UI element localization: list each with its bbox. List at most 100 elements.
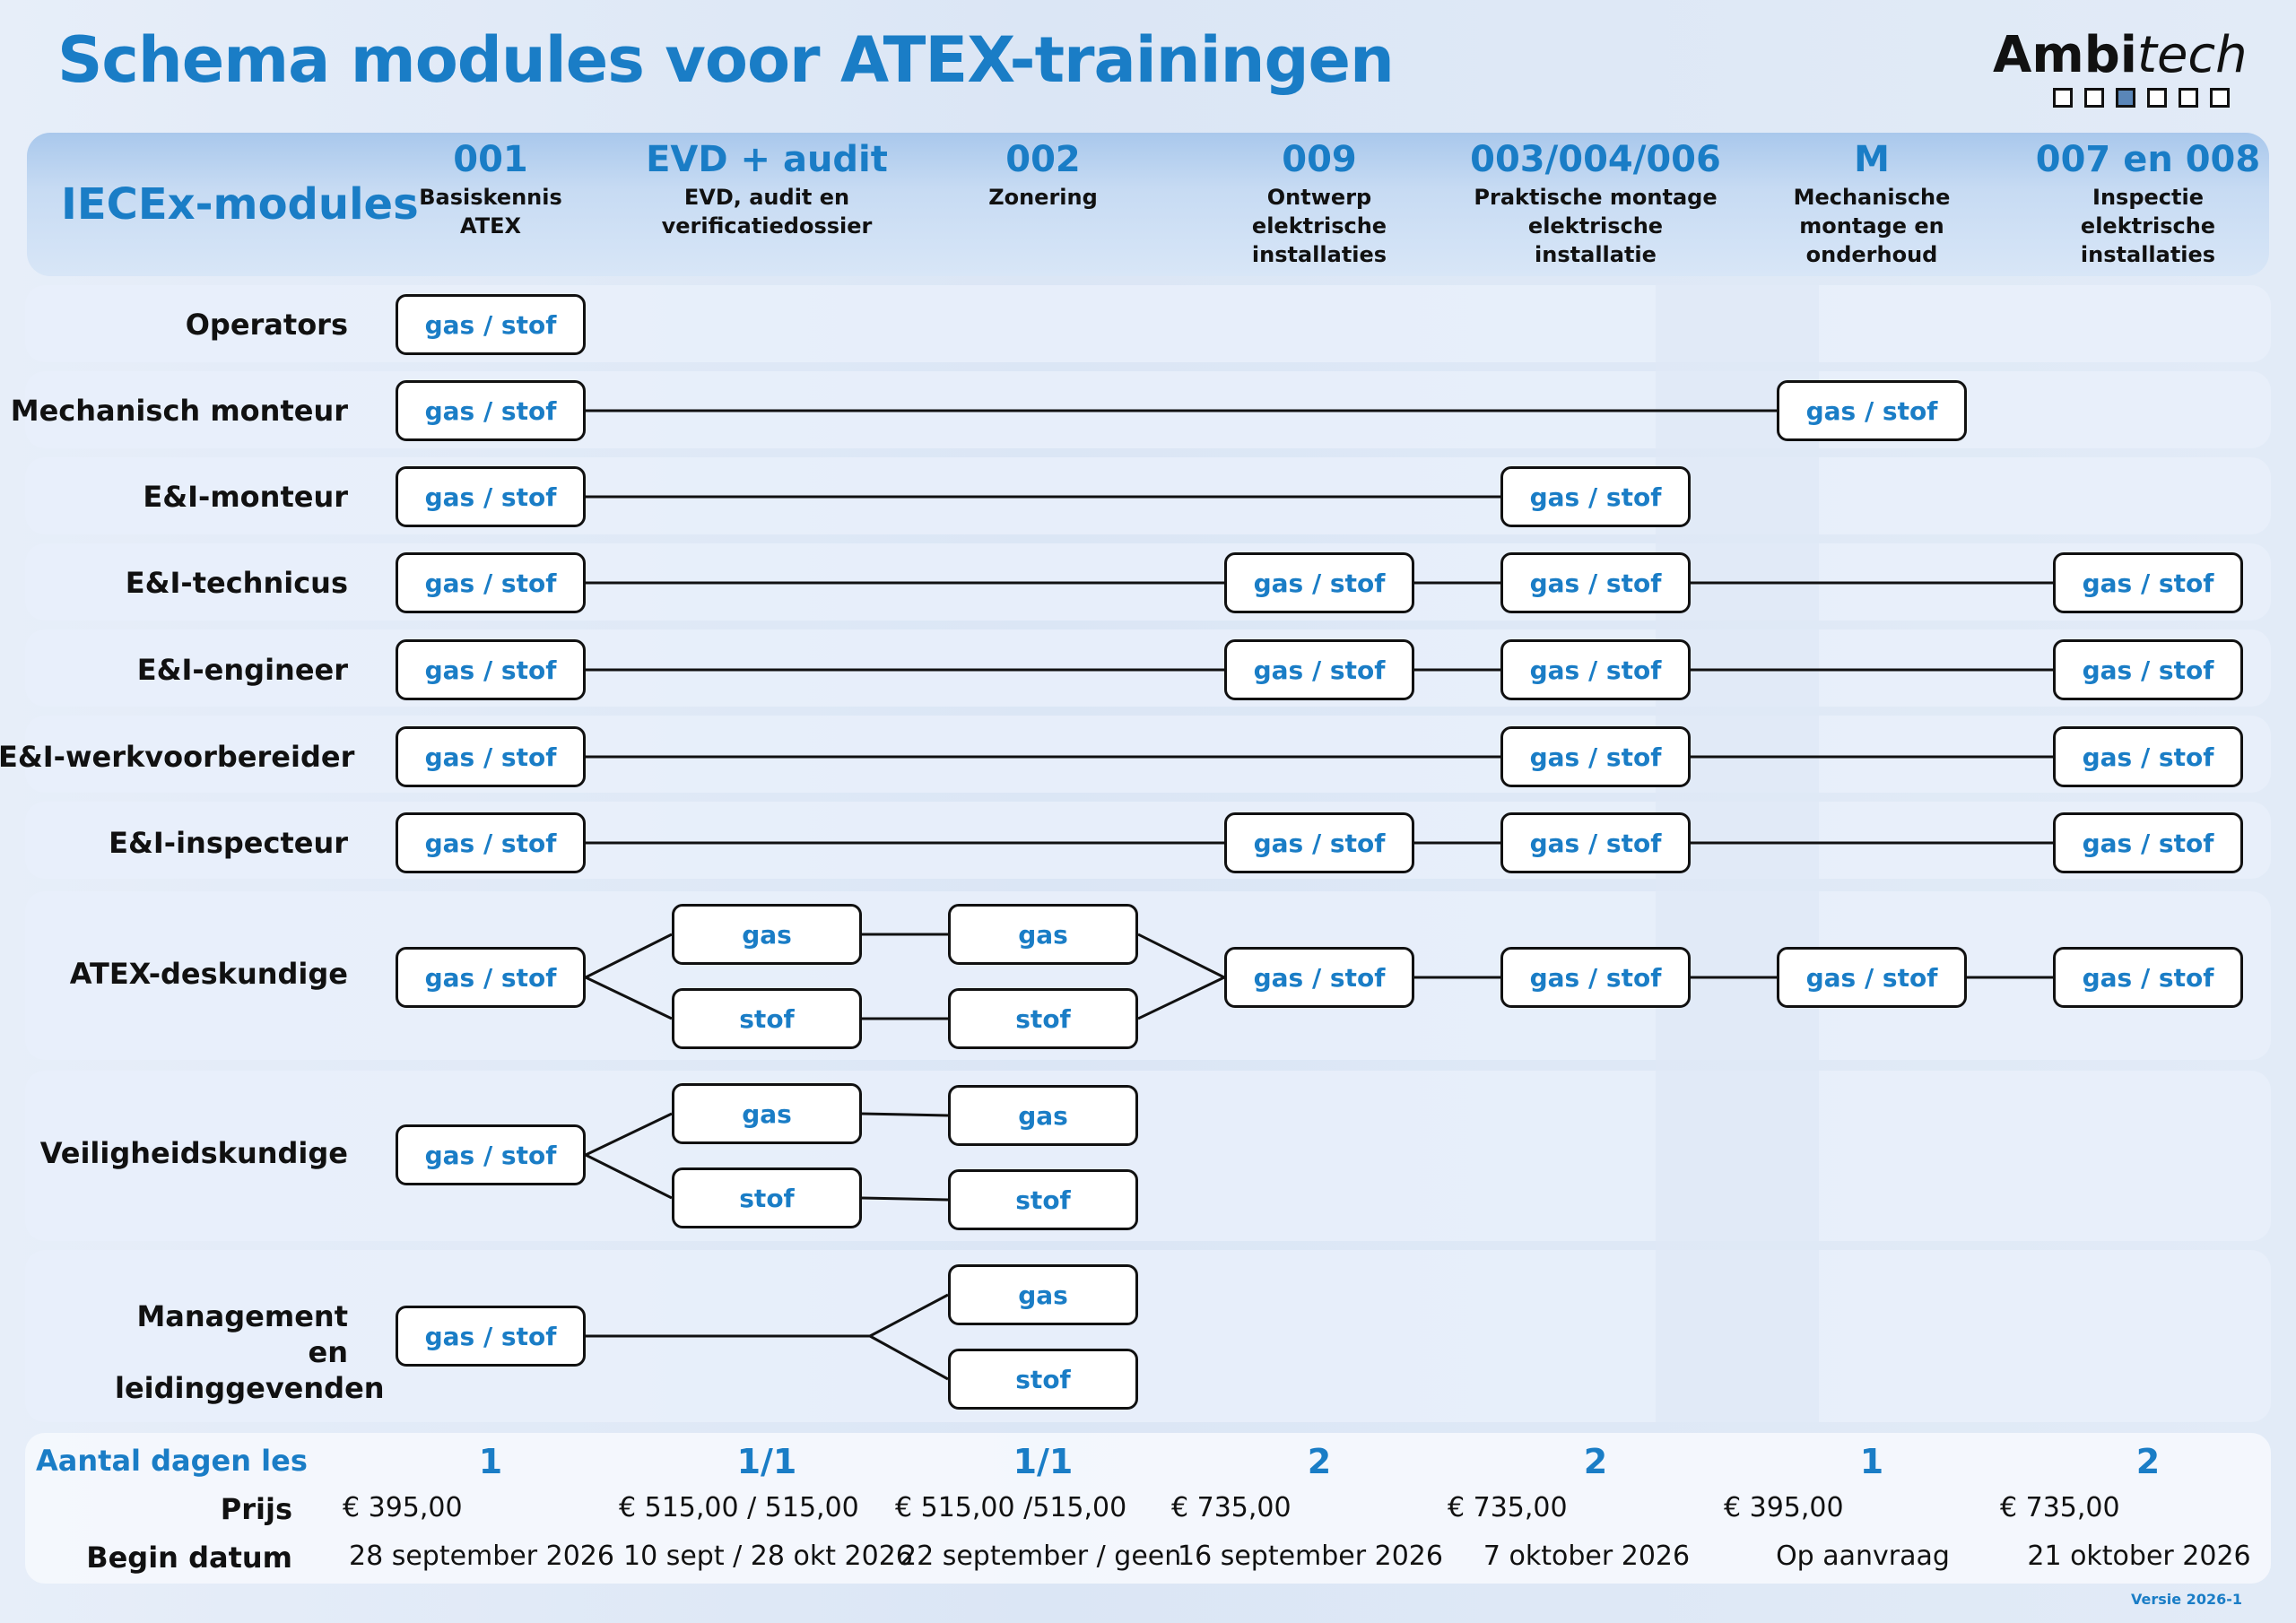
module-node: gas / stof — [1224, 552, 1414, 613]
module-node: gas / stof — [396, 1124, 586, 1185]
days-value: 1 — [478, 1442, 503, 1481]
logo-word-regular: Ambi — [1993, 26, 2137, 84]
module-code: 001 — [453, 139, 528, 180]
role-label: Veiligheidskundige — [39, 1136, 348, 1170]
module-node: gas / stof — [396, 639, 586, 700]
start-date-value: 22 september / geen — [900, 1541, 1182, 1572]
module-node: gas / stof — [396, 812, 586, 873]
module-node: stof — [672, 988, 862, 1049]
start-date-value: 28 september 2026 — [348, 1541, 614, 1572]
connector-line — [869, 1293, 949, 1338]
price-value: € 515,00 / 515,00 — [619, 1492, 859, 1523]
connector-line — [1137, 976, 1225, 1020]
start-date-value: 16 september 2026 — [1177, 1541, 1443, 1572]
days-label: Aantal dagen les — [36, 1444, 308, 1478]
role-label: E&I-monteur — [143, 480, 348, 514]
connector-line — [861, 1196, 949, 1202]
logo-box-0 — [2053, 88, 2073, 108]
logo-boxes — [2053, 88, 2230, 108]
module-description: Praktische montage elektrische installat… — [1474, 185, 1718, 267]
module-node: gas / stof — [2053, 552, 2243, 613]
module-description: Inspectie elektrische installaties — [2080, 185, 2216, 267]
logo-box-1 — [2084, 88, 2104, 108]
module-node: gas / stof — [2053, 812, 2243, 873]
module-node: gas / stof — [396, 726, 586, 787]
role-label: E&I-technicus — [125, 566, 348, 600]
module-code: 009 — [1282, 139, 1357, 180]
module-code: EVD + audit — [646, 139, 888, 180]
module-description: Ontwerp elektrische installaties — [1251, 185, 1387, 267]
module-node: gas — [948, 1264, 1138, 1325]
module-node: gas / stof — [1500, 639, 1691, 700]
module-node: gas / stof — [396, 294, 586, 355]
module-description: EVD, audit en verificatiedossier — [661, 185, 873, 239]
connector-line — [585, 1153, 673, 1200]
version-label: Versie 2026-1 — [2131, 1591, 2242, 1608]
start-date-value: 10 sept / 28 okt 2026 — [623, 1541, 913, 1572]
role-label: Management en leidinggevenden — [115, 1299, 385, 1405]
price-value: € 735,00 — [1171, 1492, 1292, 1523]
connector-line — [869, 1334, 949, 1381]
module-node: gas — [948, 904, 1138, 965]
price-value: € 395,00 — [343, 1492, 463, 1523]
connector-line — [861, 1112, 949, 1117]
start-date-value: Op aanvraag — [1776, 1541, 1950, 1572]
logo-box-2 — [2116, 88, 2135, 108]
role-label: E&I-inspecteur — [109, 826, 348, 860]
module-code: M — [1854, 139, 1890, 180]
module-code: 002 — [1005, 139, 1081, 180]
logo-word-italic: tech — [2136, 26, 2248, 84]
module-description: Basiskennis ATEX — [419, 185, 562, 239]
days-value: 1/1 — [736, 1442, 797, 1481]
module-node: gas / stof — [2053, 639, 2243, 700]
price-value: € 515,00 /515,00 — [895, 1492, 1127, 1523]
module-description: Mechanische montage en onderhoud — [1793, 185, 1951, 267]
logo-wordmark: Ambitech — [1993, 26, 2248, 84]
module-node: gas / stof — [1224, 812, 1414, 873]
module-code: 007 en 008 — [2035, 139, 2261, 180]
ambitech-logo: Ambitech — [1993, 26, 2248, 117]
logo-box-3 — [2147, 88, 2167, 108]
module-node: gas / stof — [1500, 726, 1691, 787]
module-node: gas / stof — [396, 552, 586, 613]
page-title: Schema modules voor ATEX-trainingen — [57, 23, 1395, 97]
connector-line — [585, 933, 673, 979]
module-node: gas / stof — [2053, 726, 2243, 787]
date-label: Begin datum — [86, 1541, 292, 1575]
module-description: Zonering — [988, 185, 1098, 210]
module-node: gas — [672, 904, 862, 965]
module-column-5: M Mechanische montage en onderhoud — [1728, 136, 2015, 269]
role-label: ATEX-deskundige — [69, 957, 348, 991]
module-node: gas / stof — [1500, 812, 1691, 873]
role-label: Mechanisch monteur — [10, 394, 348, 428]
module-node: gas / stof — [1500, 947, 1691, 1008]
module-node: gas / stof — [1500, 466, 1691, 527]
module-node: gas / stof — [1500, 552, 1691, 613]
module-node: stof — [672, 1167, 862, 1228]
module-node: gas / stof — [1777, 380, 1967, 441]
logo-box-5 — [2210, 88, 2230, 108]
module-header-band — [27, 133, 2269, 276]
iecex-modules-label: IECEx-modules — [61, 179, 419, 230]
module-node: gas / stof — [1224, 947, 1414, 1008]
module-node: gas / stof — [2053, 947, 2243, 1008]
module-node: gas — [948, 1085, 1138, 1146]
role-label: Operators — [185, 308, 348, 342]
connector-line — [585, 1112, 673, 1157]
module-node: stof — [948, 988, 1138, 1049]
days-value: 2 — [2135, 1442, 2161, 1481]
start-date-value: 21 oktober 2026 — [2027, 1541, 2251, 1572]
module-node: stof — [948, 1169, 1138, 1230]
connector-line — [1137, 933, 1225, 979]
module-node: gas — [672, 1083, 862, 1144]
price-value: € 735,00 — [2000, 1492, 2120, 1523]
logo-box-4 — [2179, 88, 2198, 108]
module-node: gas / stof — [396, 1306, 586, 1367]
price-value: € 735,00 — [1448, 1492, 1568, 1523]
price-value: € 395,00 — [1724, 1492, 1844, 1523]
